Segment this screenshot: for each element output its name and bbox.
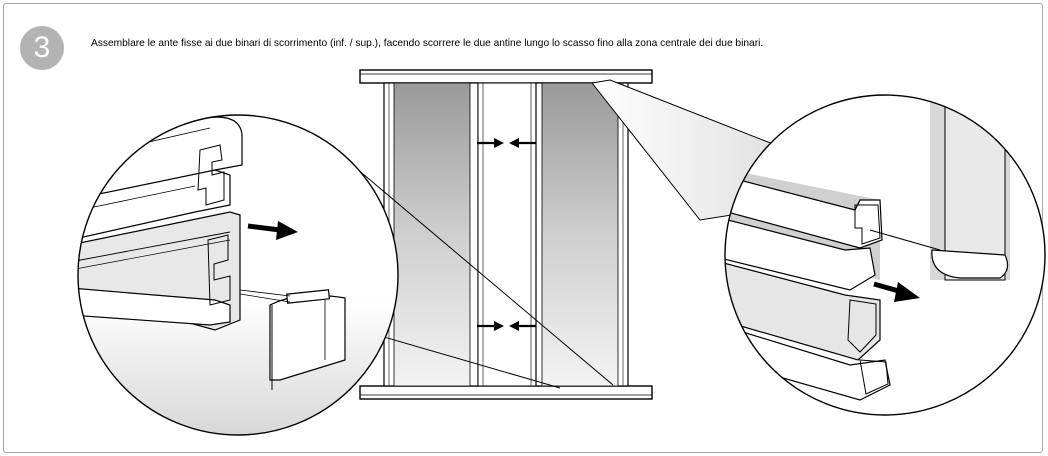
slide-arrow-right-detail: [873, 281, 920, 302]
step-instruction-text: Assemblare le ante fisse ai due binari d…: [91, 38, 764, 49]
left-detail-callout: [77, 114, 399, 436]
central-elevation: [359, 69, 653, 400]
left-fixed-panel: [383, 82, 479, 387]
right-detail-callout: [724, 94, 1046, 416]
right-fixed-panel: [535, 82, 629, 387]
step-number-badge: 3: [20, 26, 64, 70]
slide-arrow-left-detail: [247, 221, 298, 240]
slide-arrows-upper: [477, 138, 536, 148]
slide-arrows-lower: [477, 321, 536, 331]
lower-rail: [359, 385, 653, 400]
